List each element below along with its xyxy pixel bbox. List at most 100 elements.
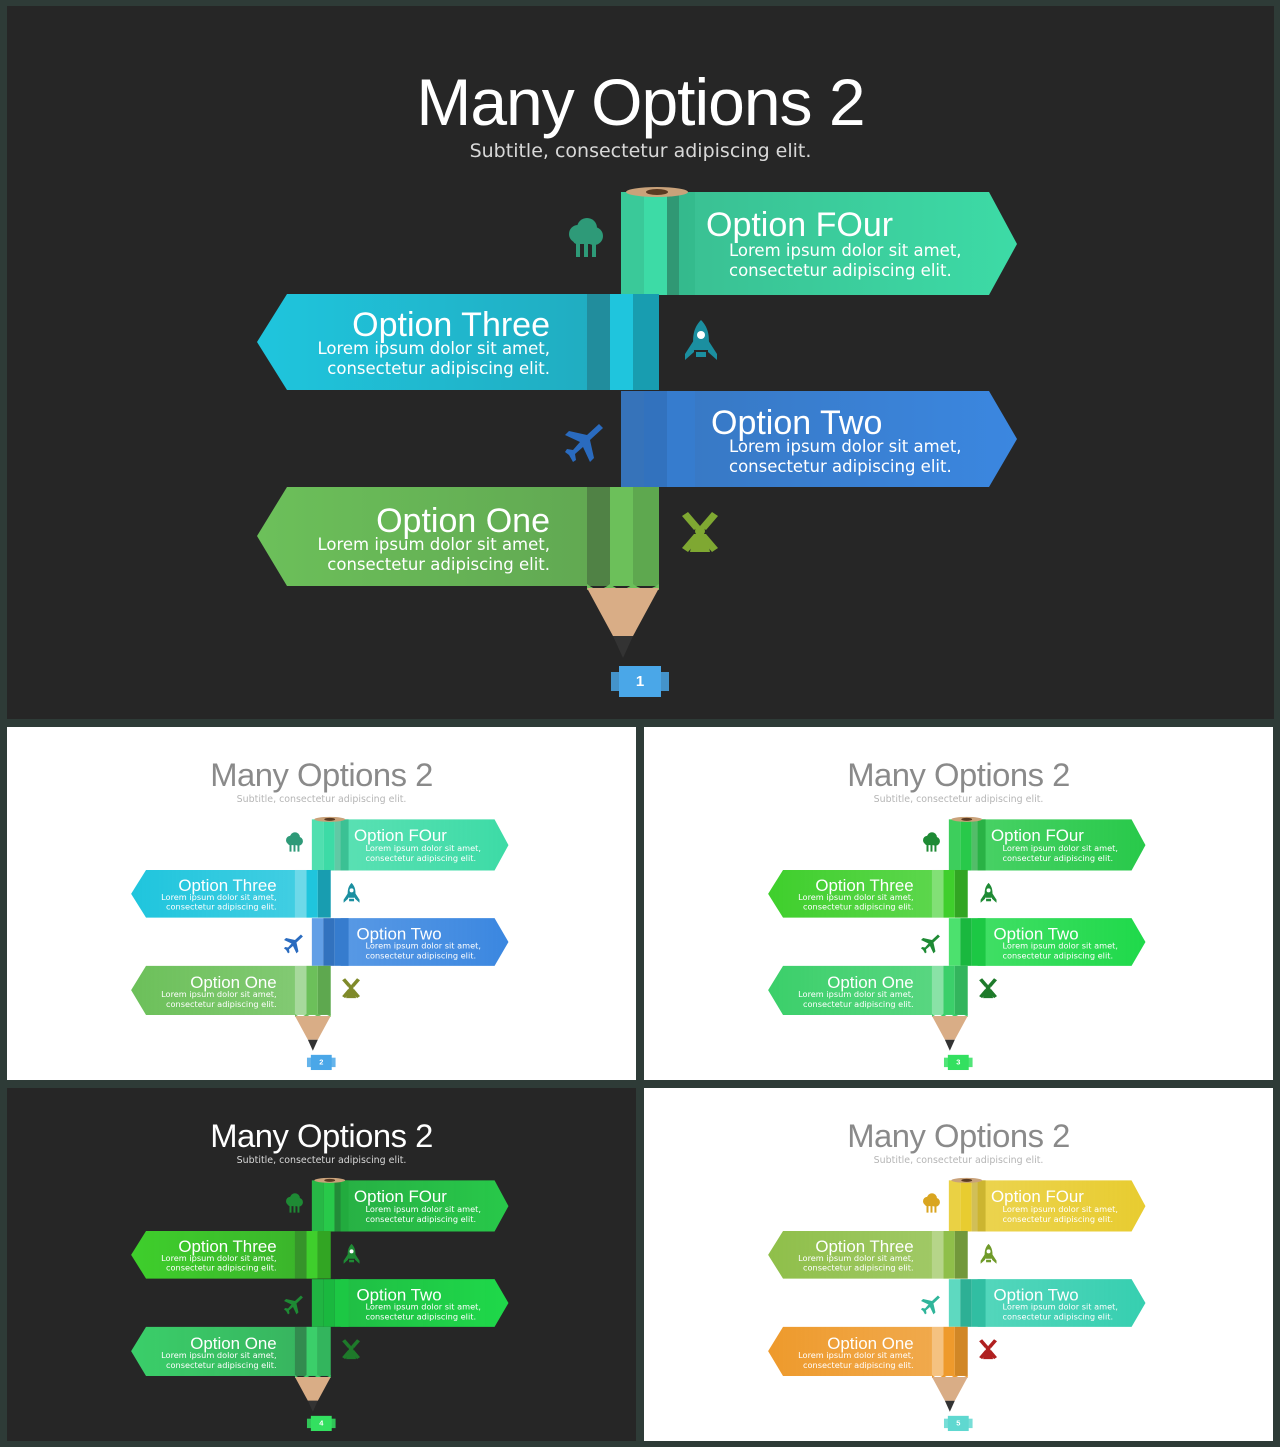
pencil-segment-four [948,819,986,871]
tree-icon [283,831,305,853]
rocket-icon [978,1243,1000,1265]
option-one-body-line1: Lorem ipsum dolor sit amet, [161,989,277,1000]
option-four-title: Option FOur [991,826,1084,846]
pencil-wood-tip [294,1015,331,1040]
slide-stage: Many Options 2 Subtitle, consectetur adi… [7,1088,636,1441]
option-one-body-line2: consectetur adipiscing elit. [166,1360,277,1371]
rocket-icon [978,882,1000,904]
page-number: 4 [319,1419,324,1428]
slide-3: Many Options 2 Subtitle, consectetur adi… [644,727,1273,1080]
rocket-icon [341,1243,363,1265]
option-one-title: Option One [376,502,550,540]
page-number: 3 [956,1058,961,1067]
option-four-body-line2: consectetur adipiscing elit. [729,261,952,280]
airplane-icon [920,1294,942,1316]
sign-one-arrow [768,965,932,1015]
page-number: 2 [319,1058,324,1067]
option-three-body: Lorem ipsum dolor sit amet, consectetur … [317,339,550,379]
option-two-body-line1: Lorem ipsum dolor sit amet, [1002,1301,1118,1312]
option-three-body-line1: Lorem ipsum dolor sit amet, [798,1253,914,1263]
sign-four-arrow [679,192,1017,295]
slide-subtitle: Subtitle, consectetur adipiscing elit. [873,793,1044,805]
option-one-title: Option One [827,973,914,993]
option-four-body: Lorem ipsum dolor sit amet, consectetur … [1002,1205,1117,1225]
option-four-title: Option FOur [354,1187,447,1207]
tree-icon [283,1192,305,1214]
option-three-body-line1: Lorem ipsum dolor sit amet, [161,892,277,902]
page-number-badge: 1 [611,666,669,697]
option-three-title: Option Three [815,875,914,895]
option-three-title: Option Three [178,875,277,895]
option-four-title: Option FOur [706,206,894,244]
windmill-icon [340,977,362,999]
sign-one-arrow [131,965,295,1015]
option-four-body-line1: Lorem ipsum dolor sit amet, [1002,1204,1118,1215]
page-number-badge: 3 [943,1054,973,1071]
slide-title: Many Options 2 [416,65,865,139]
option-three-body: Lorem ipsum dolor sit amet, consectetur … [161,1253,276,1273]
airplane-icon [920,933,942,955]
pencil-signpost-graphic [768,1177,1146,1412]
option-three-body-line2: consectetur adipiscing elit. [166,902,277,912]
pencil-segment-two [948,1279,986,1327]
pencil-signpost-graphic [257,187,1017,658]
option-one-body-line2: consectetur adipiscing elit. [166,999,277,1010]
option-two-title: Option Two [356,1285,442,1305]
option-two-body-line2: consectetur adipiscing elit. [1002,1311,1114,1322]
option-two-body-line1: Lorem ipsum dolor sit amet, [365,1301,481,1312]
pencil-segment-one [294,965,331,1015]
sign-four-arrow [340,1180,509,1232]
page-number-badge: 2 [306,1054,336,1071]
option-two-body-line2: consectetur adipiscing elit. [365,1311,477,1322]
sign-three-arrow [768,1230,932,1279]
option-two-title: Option Two [711,404,883,442]
option-one-title: Option One [190,1334,277,1354]
slide-5: Many Options 2 Subtitle, consectetur adi… [644,1088,1273,1441]
sign-four-arrow [340,819,509,871]
page-number-badge-shape [943,1054,973,1071]
option-four-body: Lorem ipsum dolor sit amet, consectetur … [365,1205,480,1225]
page-number: 1 [635,673,645,690]
option-four-body-line1: Lorem ipsum dolor sit amet, [365,843,481,854]
option-two-title: Option Two [356,924,442,944]
tree-icon [920,831,942,853]
sign-two-arrow [977,918,1146,966]
pencil-wood-tip [587,588,659,636]
pencil-segment-three [294,869,331,918]
option-three-body-line1: Lorem ipsum dolor sit amet, [317,339,550,358]
page-number-badge-shape [306,1415,336,1432]
slide-stage: Many Options 2 Subtitle, consectetur adi… [7,6,1274,719]
airplane-icon [283,933,305,955]
pencil-signpost-graphic [768,816,1146,1051]
sign-one-arrow [131,1326,295,1376]
option-four-body: Lorem ipsum dolor sit amet, consectetur … [1002,844,1117,864]
pencil-segment-one [931,1326,968,1376]
sign-four-arrow [977,1180,1146,1232]
option-three-title: Option Three [178,1236,277,1256]
option-one-title: Option One [827,1334,914,1354]
option-four-title: Option FOur [354,826,447,846]
sign-two-arrow [679,391,1017,487]
option-four-body: Lorem ipsum dolor sit amet, consectetur … [729,241,962,281]
option-two-title: Option Two [993,1285,1079,1305]
pencil-segment-four [621,192,695,295]
slide-title: Many Options 2 [847,756,1070,794]
windmill-icon [340,1338,362,1360]
option-two-body-line1: Lorem ipsum dolor sit amet, [1002,940,1118,951]
option-three-body-line2: consectetur adipiscing elit. [803,902,914,912]
sign-two-arrow [977,1279,1146,1327]
rocket-icon [341,882,363,904]
option-four-body-line1: Lorem ipsum dolor sit amet, [729,241,962,260]
slide-subtitle: Subtitle, consectetur adipiscing elit. [873,1154,1044,1166]
sign-three-arrow [131,1230,295,1279]
pencil-lead-tip [307,1039,318,1051]
pencil-segment-one [294,1326,331,1376]
page-number-badge: 5 [943,1415,973,1432]
slide-2: Many Options 2 Subtitle, consectetur adi… [7,727,636,1080]
option-three-body: Lorem ipsum dolor sit amet, consectetur … [161,892,276,912]
pencil-segment-two [621,391,695,487]
option-four-body-line1: Lorem ipsum dolor sit amet, [1002,843,1118,854]
pencil-wood-tip [294,1376,331,1401]
pencil-wood-tip [931,1015,968,1040]
option-four-body: Lorem ipsum dolor sit amet, consectetur … [365,844,480,864]
